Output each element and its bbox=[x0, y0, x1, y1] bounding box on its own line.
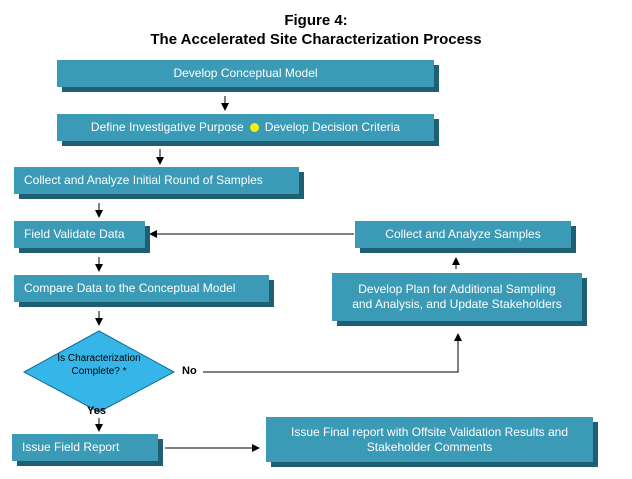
issue-field-report-label: Issue Field Report bbox=[22, 440, 120, 454]
issue-final-report-line2: Stakeholder Comments bbox=[366, 439, 493, 454]
collect-initial-samples-step: Collect and Analyze Initial Round of Sam… bbox=[14, 167, 299, 194]
arrow-no-to-plan bbox=[203, 333, 462, 373]
collect-initial-samples-label: Collect and Analyze Initial Round of Sam… bbox=[24, 173, 263, 187]
issue-final-report-line1: Issue Final report with Offsite Validati… bbox=[290, 424, 569, 439]
issue-field-report-step: Issue Field Report bbox=[12, 434, 158, 461]
define-purpose-step: Define Investigative Purpose Develop Dec… bbox=[57, 114, 434, 141]
decision-label: Is Characterization Complete? * bbox=[57, 353, 141, 377]
develop-conceptual-model-label: Develop Conceptual Model bbox=[173, 66, 318, 80]
develop-plan-line2: and Analysis, and Update Stakeholders bbox=[352, 297, 562, 311]
decision-diamond bbox=[22, 330, 176, 413]
define-purpose-label: Define Investigative Purpose bbox=[90, 120, 244, 134]
develop-plan-line1: Develop Plan for Additional Sampling bbox=[358, 282, 556, 296]
decision-criteria-label: Develop Decision Criteria bbox=[264, 120, 401, 134]
compare-data-step: Compare Data to the Conceptual Model bbox=[14, 275, 269, 302]
yes-label: Yes bbox=[87, 405, 106, 417]
figure-label: Figure 4: bbox=[284, 12, 348, 29]
collect-samples-label: Collect and Analyze Samples bbox=[385, 227, 541, 241]
bullet-icon bbox=[249, 123, 259, 132]
figure-title: The Accelerated Site Characterization Pr… bbox=[150, 31, 482, 48]
issue-final-report-step: Issue Final report with Offsite Validati… bbox=[266, 417, 593, 462]
no-label: No bbox=[182, 365, 197, 377]
collect-samples-step: Collect and Analyze Samples bbox=[355, 221, 571, 248]
field-validate-step: Field Validate Data bbox=[14, 221, 145, 248]
field-validate-label: Field Validate Data bbox=[24, 227, 125, 241]
develop-plan-step: Develop Plan for Additional Sampling and… bbox=[332, 273, 582, 321]
develop-conceptual-model-step: Develop Conceptual Model bbox=[57, 60, 434, 87]
compare-data-label: Compare Data to the Conceptual Model bbox=[24, 281, 236, 295]
